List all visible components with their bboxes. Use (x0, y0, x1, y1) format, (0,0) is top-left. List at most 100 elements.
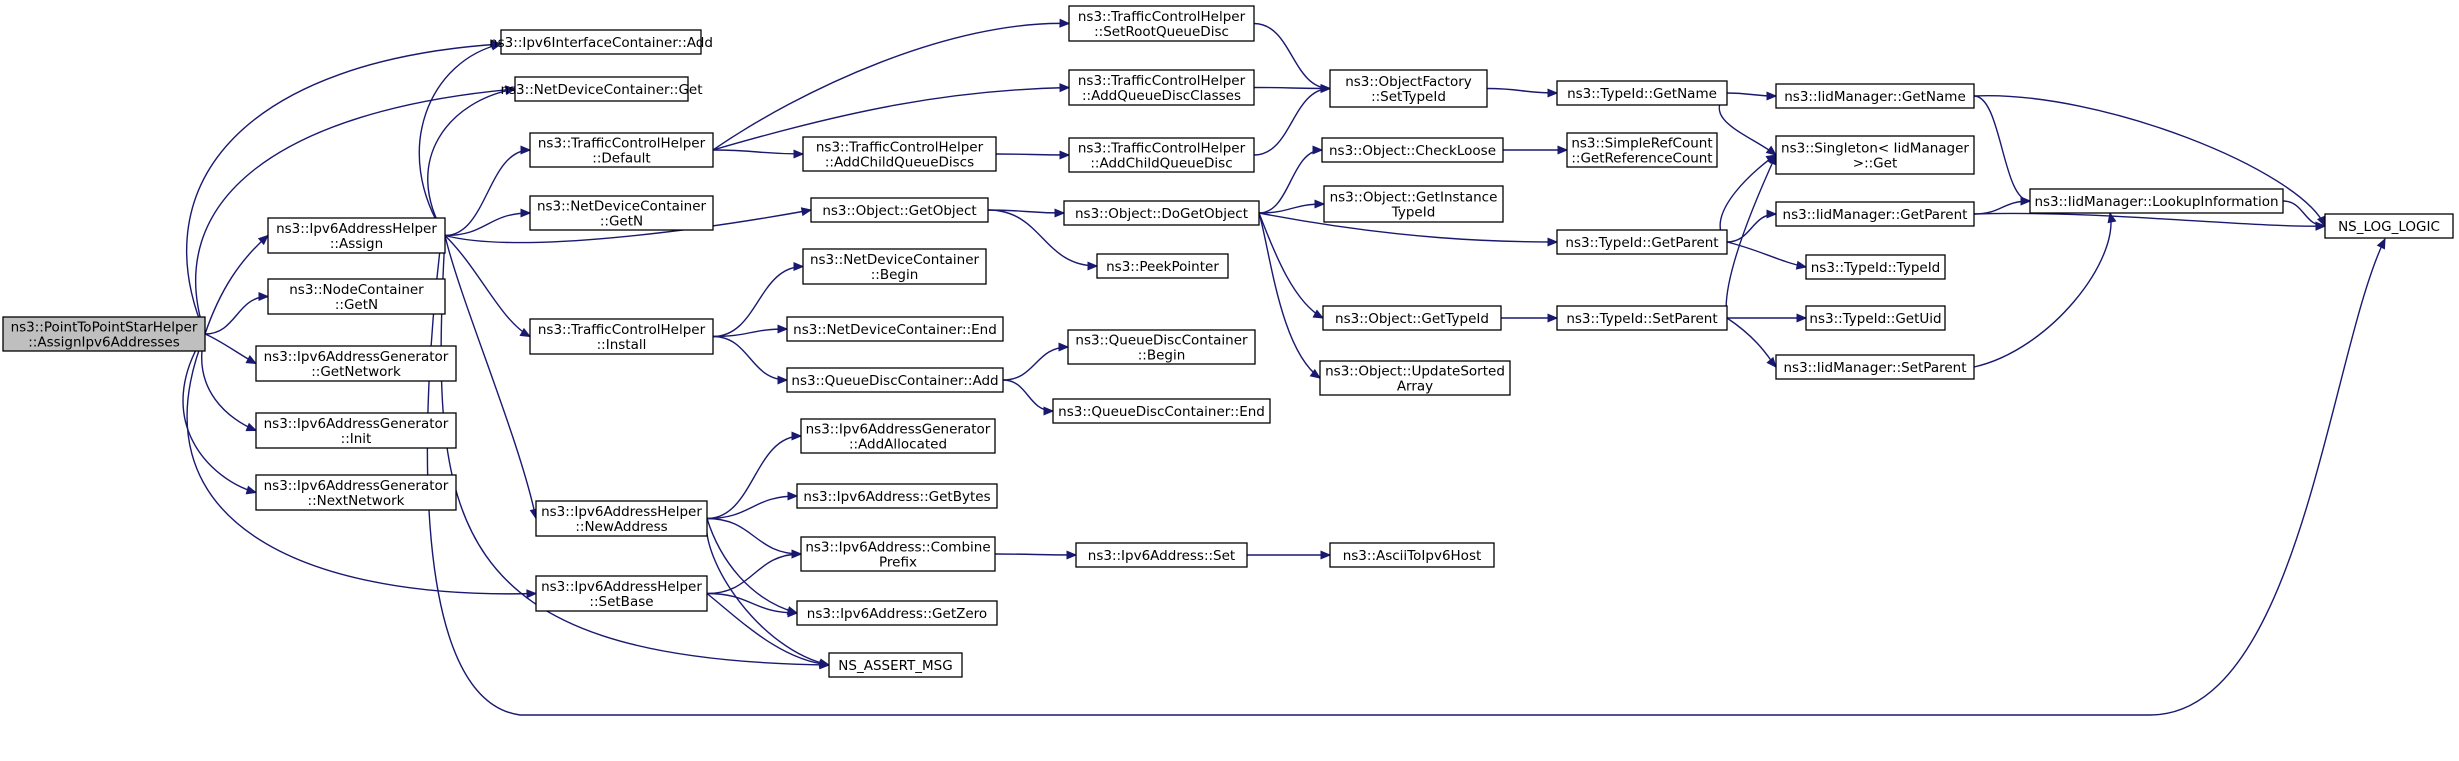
node-root[interactable]: ns3::PointToPointStarHelper::AssignIpv6A… (2, 316, 206, 352)
node-label: ns3::TypeId::SetParent (1566, 311, 1717, 327)
node-v6ag-getnet[interactable]: ns3::Ipv6AddressGenerator::GetNetwork (255, 345, 457, 382)
node-v6a-getbytes[interactable]: ns3::Ipv6Address::GetBytes (796, 483, 998, 509)
node-label: ns3::Ipv6AddressGenerator (264, 478, 449, 494)
edge-tch-install-to-ndc-begin-arrowhead (793, 261, 805, 272)
node-qdc-begin[interactable]: ns3::QueueDiscContainer::Begin (1067, 329, 1256, 365)
edge-v6ah-newaddr-to-v6a-combine (706, 517, 802, 555)
node-obj-gettypeid[interactable]: ns3::Object::GetTypeId (1322, 305, 1502, 331)
node-label: ns3::QueueDiscContainer::End (1058, 404, 1265, 420)
node-singleton[interactable]: ns3::Singleton< IidManager >::Get (1775, 135, 1975, 175)
edge-tch-addchildqds-to-tch-addchildqd (995, 153, 1070, 156)
node-typeid-getparent[interactable]: ns3::TypeId::GetParent (1556, 229, 1728, 255)
node-iid-setparent[interactable]: ns3::IidManager::SetParent (1775, 354, 1975, 380)
edge-v6ah-assign-to-v6ic-add (418, 43, 502, 236)
edge-typeid-setparent-to-iid-setparent-arrowhead (1766, 356, 1777, 368)
edge-obj-dogetobject-to-obj-checkloose-arrowhead (1312, 145, 1324, 155)
edge-qdc-add-to-qdc-begin (1002, 346, 1069, 381)
node-obj-checkloose[interactable]: ns3::Object::CheckLoose (1321, 137, 1504, 163)
node-v6ah-assign[interactable]: ns3::Ipv6AddressHelper::Assign (267, 217, 446, 254)
node-typeid-getuid[interactable]: ns3::TypeId::GetUid (1805, 305, 1946, 331)
node-ascii[interactable]: ns3::AsciiToIpv6Host (1329, 542, 1495, 568)
node-iid-getparent[interactable]: ns3::IidManager::GetParent (1775, 201, 1975, 227)
node-ns-log[interactable]: NS_LOG_LOGIC (2324, 213, 2454, 239)
node-label: TypeId (1391, 205, 1436, 221)
edge-iid-getparent-to-ns-log (1973, 212, 2326, 227)
node-v6ag-nextnet[interactable]: ns3::Ipv6AddressGenerator::NextNetwork (255, 474, 457, 511)
node-ndc-getn[interactable]: ns3::NetDeviceContainer::GetN (529, 195, 714, 231)
node-v6ah-newaddr[interactable]: ns3::Ipv6AddressHelper::NewAddress (535, 500, 708, 537)
edge-v6ah-assign-to-tch-install-arrowhead (519, 327, 532, 338)
node-label: ns3::Ipv6AddressGenerator (264, 349, 449, 365)
node-label: ns3::TrafficControlHelper (816, 140, 984, 156)
node-label: ns3::Ipv6Address::GetZero (807, 606, 987, 622)
node-tch-default[interactable]: ns3::TrafficControlHelper::Default (529, 132, 714, 168)
edge-typeid-setparent-to-iid-setparent (1726, 317, 1777, 368)
node-qdc-end[interactable]: ns3::QueueDiscContainer::End (1052, 398, 1271, 424)
node-obj-dogetobject[interactable]: ns3::Object::DoGetObject (1063, 200, 1260, 226)
node-box (500, 29, 702, 55)
node-v6a-getzero[interactable]: ns3::Ipv6Address::GetZero (796, 600, 998, 626)
edge-tch-default-to-tch-addchildqds-arrowhead (793, 149, 805, 159)
node-ndc-get[interactable]: ns3::NetDeviceContainer::Get (500, 76, 703, 102)
node-v6ah-setbase[interactable]: ns3::Ipv6AddressHelper::SetBase (535, 575, 708, 612)
node-objfactory[interactable]: ns3::ObjectFactory::SetTypeId (1329, 69, 1488, 108)
node-label: ::AddChildQueueDisc (1090, 156, 1232, 172)
node-label: ::Init (341, 431, 372, 447)
node-v6ic-add[interactable]: ns3::Ipv6InterfaceContainer::Add (489, 29, 713, 55)
edge-tch-install-to-qdc-add (712, 335, 788, 381)
edge-v6a-set-to-ascii-arrowhead (1320, 550, 1332, 560)
edge-iid-lookup-to-ns-log (2282, 200, 2326, 227)
node-box (802, 248, 987, 285)
node-tch-setroot[interactable]: ns3::TrafficControlHelper::SetRootQueueD… (1068, 5, 1255, 42)
node-ndc-end[interactable]: ns3::NetDeviceContainer::End (786, 316, 1004, 342)
node-box (1096, 253, 1229, 279)
node-label: ::SetTypeId (1371, 89, 1446, 105)
node-label: ns3::Ipv6Address::Set (1088, 548, 1235, 564)
node-label: ns3::IidManager::GetParent (1783, 207, 1968, 223)
node-iid-getname[interactable]: ns3::IidManager::GetName (1775, 83, 1975, 109)
node-typeid-typeid[interactable]: ns3::TypeId::TypeId (1805, 254, 1946, 280)
node-box (1321, 137, 1504, 163)
edge-tch-addchildqds-to-tch-addchildqd-arrowhead (1059, 150, 1071, 160)
edge-obj-getobject-to-peekpointer (987, 209, 1098, 267)
node-label: ns3::QueueDiscContainer::Add (791, 373, 998, 389)
node-obj-getobject[interactable]: ns3::Object::GetObject (810, 197, 989, 223)
node-label: NS_LOG_LOGIC (2338, 219, 2440, 235)
node-v6a-set[interactable]: ns3::Ipv6Address::Set (1075, 542, 1248, 568)
edge-v6ah-newaddr-to-v6a-getbytes (706, 495, 798, 520)
node-box (796, 600, 998, 626)
node-label: ns3::Object::GetTypeId (1335, 311, 1489, 327)
node-typeid-getname[interactable]: ns3::TypeId::GetName (1556, 80, 1728, 106)
node-box (1329, 542, 1495, 568)
edge-iid-getname-to-ns-log (1973, 95, 2326, 227)
node-tch-install[interactable]: ns3::TrafficControlHelper::Install (529, 318, 714, 355)
node-label: ns3::NetDeviceContainer::Get (500, 82, 702, 98)
edge-iid-getparent-to-iid-lookup-arrowhead (2020, 196, 2032, 206)
node-label: ns3::Ipv6AddressGenerator (806, 422, 991, 438)
node-label: ns3::PeekPointer (1106, 259, 1219, 275)
node-v6ag-init[interactable]: ns3::Ipv6AddressGenerator::Init (255, 412, 457, 449)
node-box (1063, 200, 1260, 226)
node-tch-addchildqds[interactable]: ns3::TrafficControlHelper::AddChildQueue… (802, 136, 997, 172)
node-nc-getn[interactable]: ns3::NodeContainer::GetN (267, 278, 446, 315)
node-tch-addqdc[interactable]: ns3::TrafficControlHelper::AddQueueDiscC… (1068, 69, 1255, 106)
node-qdc-add[interactable]: ns3::QueueDiscContainer::Add (786, 367, 1004, 393)
edge-root-to-v6ic-add (186, 43, 502, 335)
edge-iid-setparent-to-iid-lookup (1973, 212, 2112, 368)
node-box (1068, 137, 1255, 173)
node-simplerefcount[interactable]: ns3::SimpleRefCount::GetReferenceCount (1566, 132, 1718, 168)
node-typeid-setparent[interactable]: ns3::TypeId::SetParent (1556, 305, 1728, 331)
edge-v6ah-assign-to-tch-default (444, 149, 531, 237)
node-peekpointer[interactable]: ns3::PeekPointer (1096, 253, 1229, 279)
node-v6ag-addalloc[interactable]: ns3::Ipv6AddressGenerator::AddAllocated (800, 418, 996, 454)
node-label: ns3::Ipv6AddressGenerator (264, 416, 449, 432)
node-tch-addchildqd[interactable]: ns3::TrafficControlHelper::AddChildQueue… (1068, 137, 1255, 173)
node-iid-lookup[interactable]: ns3::IidManager::LookupInformation (2029, 188, 2284, 214)
node-ndc-begin[interactable]: ns3::NetDeviceContainer::Begin (802, 248, 987, 285)
node-label: ::GetNetwork (311, 364, 401, 380)
edge-tch-install-to-qdc-add-arrowhead (777, 375, 789, 385)
node-ns-assert[interactable]: NS_ASSERT_MSG (828, 652, 963, 678)
